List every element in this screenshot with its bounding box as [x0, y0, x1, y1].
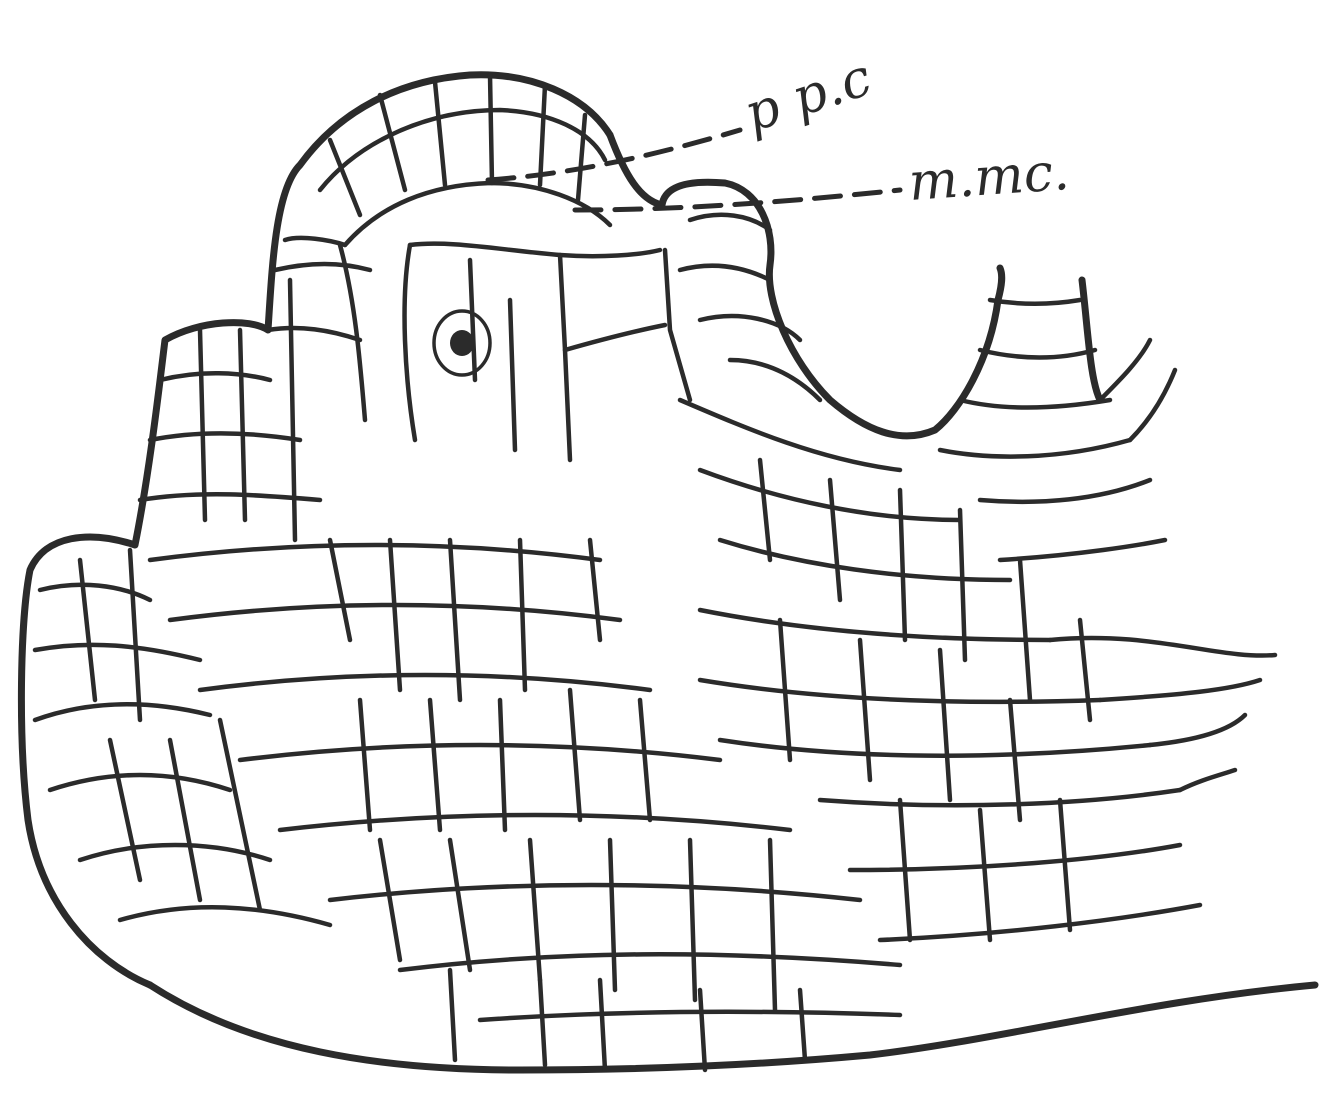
mmc-label: m.mc. [907, 142, 1072, 213]
mmc-leader-line [575, 190, 900, 210]
cell-walls [35, 75, 1275, 1070]
label-leaders [488, 130, 900, 210]
tissue-outline [21, 75, 1315, 1070]
ppc-label: p p.c [737, 48, 878, 145]
